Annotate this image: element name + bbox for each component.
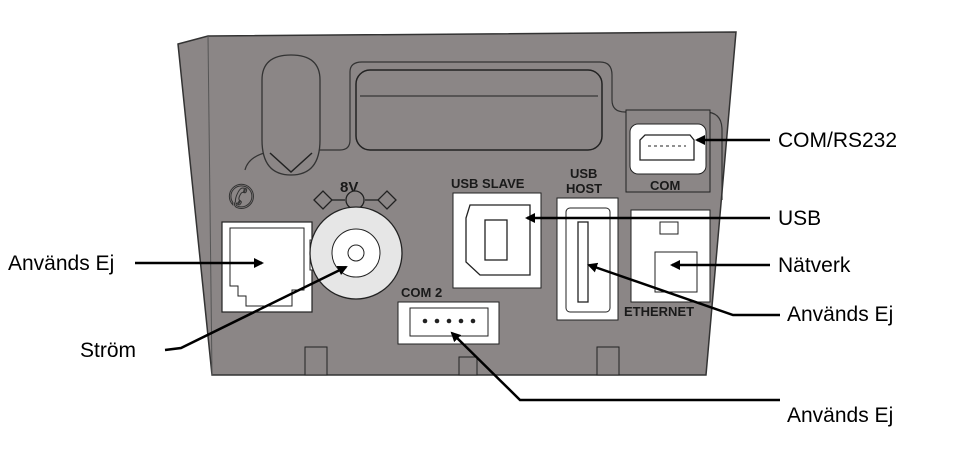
polarity-symbol	[313, 190, 397, 210]
phone-jack	[221, 221, 313, 313]
callout-com2-unused: Används Ej	[787, 404, 894, 427]
usb-slave-port	[452, 192, 542, 289]
com2-port	[397, 301, 500, 345]
phone-icon: ✆	[228, 179, 255, 215]
usb-slave-label: USB SLAVE	[451, 176, 525, 191]
card-slot	[355, 69, 603, 151]
usb-host-port	[556, 197, 619, 321]
callout-network: Nätverk	[778, 254, 851, 277]
cable-hook	[261, 54, 321, 176]
mounting-tabs	[304, 346, 620, 376]
ethernet-label: ETHERNET	[624, 304, 694, 319]
callout-com-rs232: COM/RS232	[778, 129, 898, 152]
ethernet-port	[630, 209, 711, 303]
usb-host-label-line2: HOST	[566, 181, 602, 196]
power-jack	[309, 206, 403, 300]
callout-phone-unused: Används Ej	[8, 252, 115, 275]
callout-power: Ström	[80, 339, 137, 362]
com-label: COM	[650, 178, 680, 193]
com-port	[625, 109, 711, 193]
usb-host-label-line1: USB	[570, 166, 597, 181]
callout-usb: USB	[778, 207, 822, 230]
callout-usb-host-unused: Används Ej	[787, 303, 894, 326]
callout-arrows	[135, 135, 780, 402]
com2-label: COM 2	[401, 285, 442, 300]
